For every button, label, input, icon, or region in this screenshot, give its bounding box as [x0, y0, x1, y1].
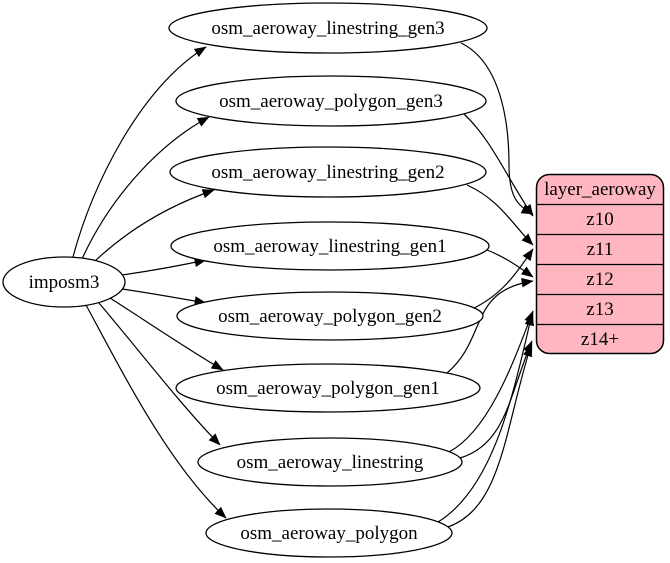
edge-osm_aeroway_linestring_gen1-z12 — [486, 249, 534, 278]
edge-imposm3-osm_aeroway_linestring_gen1 — [121, 257, 207, 276]
node-shape — [197, 437, 463, 487]
edge-osm_aeroway_linestring_gen2-z11 — [466, 184, 534, 246]
node-imposm3-shape — [2, 256, 126, 308]
node-label: osm_aeroway_polygon_gen2 — [218, 306, 442, 327]
node-osm_aeroway_linestring_gen1: osm_aeroway_linestring_gen1 — [170, 221, 490, 271]
node-imposm3: imposm3 — [2, 256, 126, 308]
edge-osm_aeroway_linestring-z14 — [459, 340, 533, 459]
node-shape — [176, 291, 484, 341]
edge-osm_aeroway_polygon_gen2-z11 — [473, 248, 534, 309]
node-shape — [168, 2, 488, 54]
node-label: osm_aeroway_polygon_gen3 — [219, 91, 443, 112]
node-shape — [205, 508, 453, 558]
node-label: osm_aeroway_polygon — [240, 523, 418, 544]
node-shape — [170, 221, 490, 271]
node-osm_aeroway_polygon: osm_aeroway_polygon — [205, 508, 453, 558]
node-osm_aeroway_polygon_gen1: osm_aeroway_polygon_gen1 — [175, 363, 481, 413]
edge-osm_aeroway_linestring_gen3-z10 — [460, 42, 534, 215]
node-layer_aeroway: layer_aeroway z10 z11 z12 z13 z14+ — [535, 173, 665, 355]
layer-row-z12: z12 — [586, 269, 613, 290]
node-label: osm_aeroway_linestring_gen3 — [211, 18, 444, 39]
edge-osm_aeroway_polygon_gen3-z10 — [463, 113, 534, 217]
edge-osm_aeroway_polygon-z14 — [447, 344, 533, 528]
layer-title: layer_aeroway — [544, 179, 656, 200]
edges-from-source — [72, 46, 227, 519]
edge-imposm3-osm_aeroway_polygon_gen1 — [109, 297, 224, 371]
node-shape — [169, 146, 487, 198]
node-shape — [175, 75, 487, 127]
node-imposm3-label: imposm3 — [29, 272, 100, 293]
edge-osm_aeroway_linestring-z13 — [448, 310, 534, 453]
layer-row-z11: z11 — [587, 239, 614, 260]
layer-row-z13: z13 — [586, 299, 613, 320]
node-label: osm_aeroway_linestring_gen1 — [213, 236, 446, 257]
node-osm_aeroway_polygon_gen3: osm_aeroway_polygon_gen3 — [175, 75, 487, 127]
node-osm_aeroway_linestring_gen3: osm_aeroway_linestring_gen3 — [168, 2, 488, 54]
node-osm_aeroway_polygon_gen2: osm_aeroway_polygon_gen2 — [176, 291, 484, 341]
node-osm_aeroway_linestring_gen2: osm_aeroway_linestring_gen2 — [169, 146, 487, 198]
node-osm_aeroway_linestring: osm_aeroway_linestring — [197, 437, 463, 487]
node-shape — [175, 363, 481, 413]
edge-imposm3-osm_aeroway_linestring — [98, 302, 221, 446]
layer-row-z14: z14+ — [581, 329, 619, 350]
edge-imposm3-osm_aeroway_polygon_gen3 — [81, 116, 210, 260]
edge-imposm3-osm_aeroway_linestring_gen2 — [94, 189, 215, 262]
edge-imposm3-osm_aeroway_linestring_gen3 — [72, 46, 207, 258]
edge-imposm3-osm_aeroway_polygon — [85, 304, 227, 519]
node-label: osm_aeroway_polygon_gen1 — [216, 378, 440, 399]
edge-imposm3-osm_aeroway_polygon_gen2 — [121, 288, 207, 306]
node-label: osm_aeroway_linestring_gen2 — [211, 162, 444, 183]
layer-row-z10: z10 — [586, 209, 613, 230]
edge-osm_aeroway_polygon-z13 — [437, 313, 535, 523]
node-label: osm_aeroway_linestring — [237, 452, 424, 473]
